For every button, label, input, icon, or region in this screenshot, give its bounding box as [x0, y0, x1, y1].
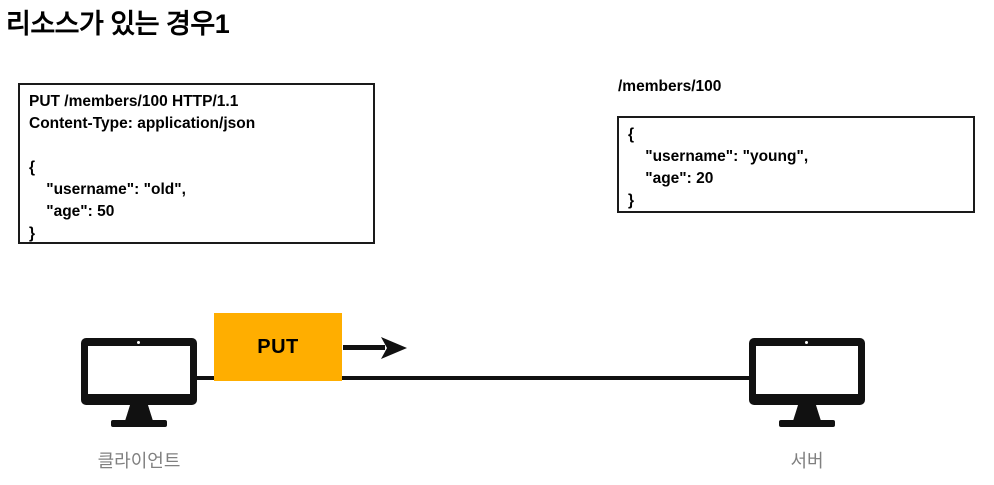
server-node-label: 서버: [790, 451, 824, 471]
monitor-icon: [749, 338, 865, 430]
connection-line: [193, 376, 755, 380]
page-title: 리소스가 있는 경우1: [6, 9, 230, 39]
client-node-label: 클라이언트: [97, 451, 181, 471]
monitor-screen: [756, 346, 858, 394]
http-request-text: PUT /members/100 HTTP/1.1 Content-Type: …: [29, 93, 256, 242]
monitor-stand-base: [779, 420, 835, 427]
client-node: 클라이언트: [77, 338, 201, 473]
right-arrow-icon: [343, 337, 407, 359]
monitor-stand-base: [111, 420, 167, 427]
monitor-camera-dot: [137, 341, 140, 344]
monitor-stand-neck: [793, 405, 821, 421]
server-node: 서버: [745, 338, 869, 473]
http-request-box: PUT /members/100 HTTP/1.1 Content-Type: …: [18, 83, 375, 244]
resource-body-text: { "username": "young", "age": 20 }: [628, 126, 809, 209]
resource-path-caption: /members/100: [618, 78, 722, 95]
http-method-label: PUT: [257, 335, 299, 358]
resource-body-box: { "username": "young", "age": 20 }: [617, 116, 975, 213]
monitor-icon: [81, 338, 197, 430]
monitor-camera-dot: [805, 341, 808, 344]
monitor-stand-neck: [125, 405, 153, 421]
monitor-screen: [88, 346, 190, 394]
http-method-badge: PUT: [214, 313, 342, 381]
